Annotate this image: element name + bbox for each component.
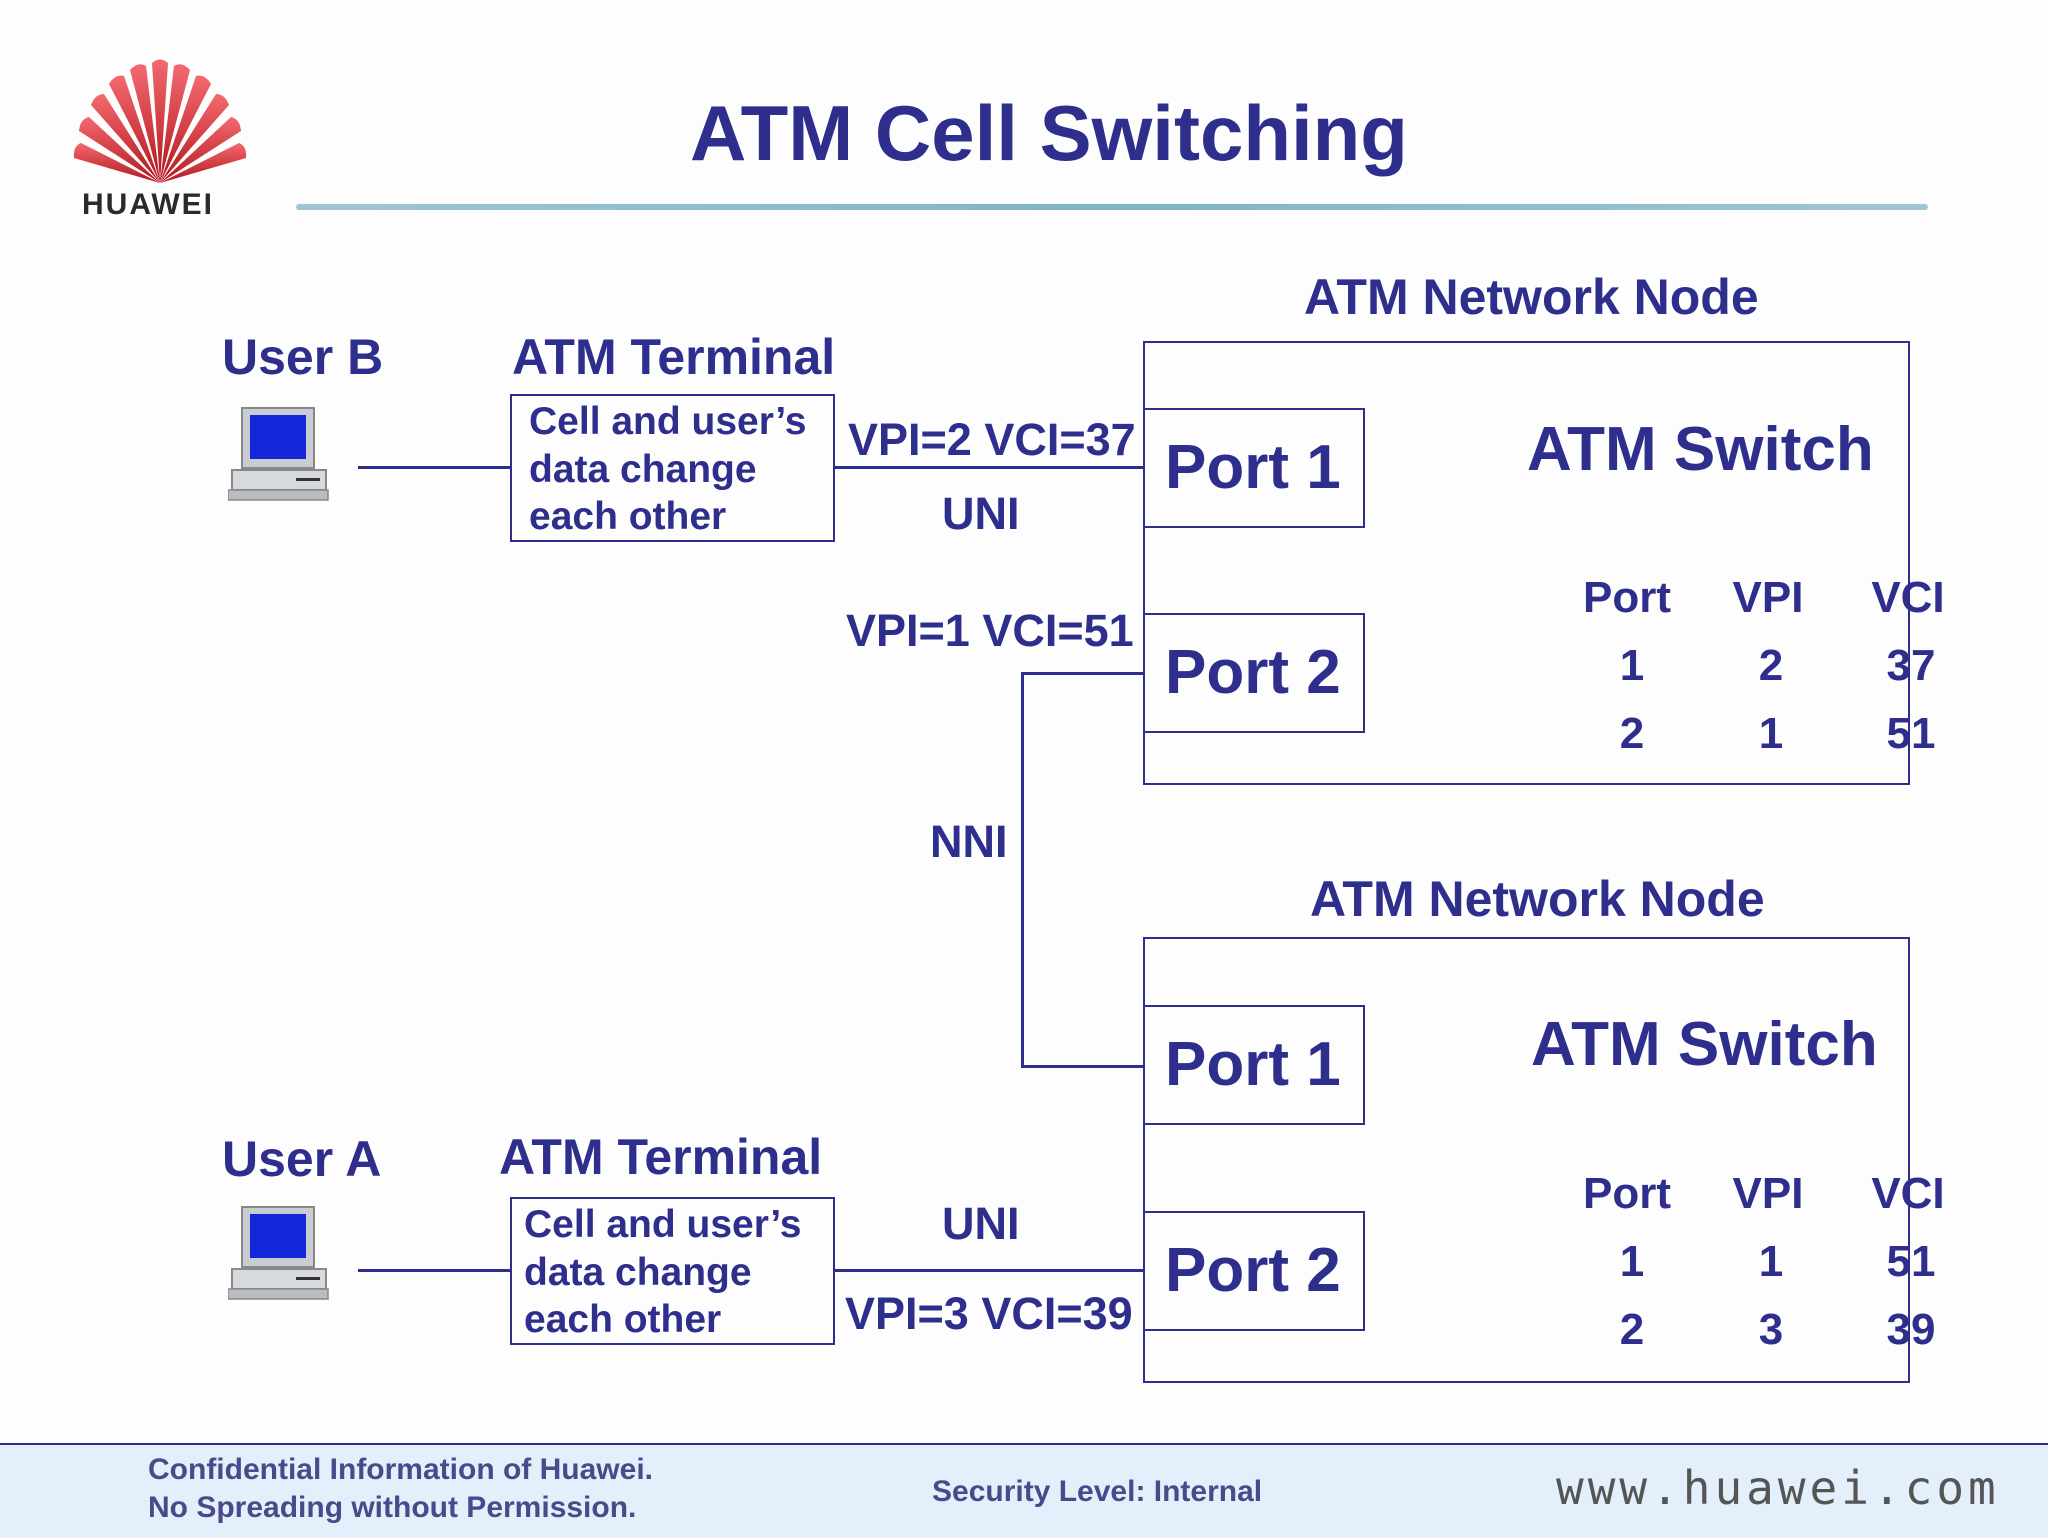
switch-table-cell: 37	[1886, 641, 1936, 690]
link-usera-terminal	[358, 1269, 512, 1272]
network-node-label: ATM Network Node	[1304, 269, 1759, 325]
switch-table-cell: 2	[1619, 1305, 1645, 1354]
port-label: Port 2	[1165, 638, 1341, 707]
terminal-text-line: each other	[529, 495, 727, 538]
network-node-label: ATM Network Node	[1310, 871, 1765, 927]
switch-table-cell: 2	[1619, 709, 1645, 758]
huawei-logo-text: HUAWEI	[82, 188, 214, 221]
footer-bar: Confidential Information of Huawei. No S…	[0, 1443, 2048, 1538]
switch-table-cell: 51	[1886, 1237, 1936, 1286]
switch-table-header: VCI	[1871, 573, 1945, 622]
footer-confidential-line: Confidential Information of Huawei.	[148, 1453, 653, 1486]
huawei-logo-icon	[73, 59, 247, 183]
port-1-box: Port 1	[1143, 1005, 1365, 1125]
atm-terminal-label: ATM Terminal	[499, 1129, 823, 1185]
atm-terminal-box: Cell and user’s data change each other	[510, 394, 835, 542]
switch-table-cell: 3	[1758, 1305, 1784, 1354]
port-label: Port 1	[1165, 433, 1341, 502]
switch-table-cell: 51	[1886, 709, 1936, 758]
switch-table-cell: 1	[1619, 641, 1645, 690]
network-node-box: ATM Switch Port VPI VCI 1 2 37 2 1 51	[1143, 341, 1945, 785]
port-1-box: Port 1	[1143, 408, 1365, 528]
nni-label: NNI	[930, 816, 1008, 867]
atm-switch-label: ATM Switch	[1527, 415, 1874, 484]
user-a-label: User A	[222, 1131, 382, 1187]
atm-terminal-label: ATM Terminal	[512, 329, 836, 385]
port-label: Port 1	[1165, 1030, 1341, 1099]
switch-table-header: VPI	[1732, 573, 1804, 622]
switch-table-header: Port	[1583, 573, 1671, 622]
huawei-logo: HUAWEI	[60, 48, 260, 228]
port-2-box: Port 2	[1143, 613, 1365, 733]
switch-table-header: VCI	[1871, 1169, 1945, 1218]
port-2-box: Port 2	[1143, 1211, 1365, 1331]
computer-icon	[227, 1205, 334, 1306]
terminal-text-line: data change	[524, 1251, 752, 1294]
switch-table-cell: 2	[1758, 641, 1784, 690]
title-underline	[296, 204, 1928, 210]
vpi-vci-label: VPI=1 VCI=51	[846, 605, 1134, 656]
atm-terminal-box: Cell and user’s data change each other	[510, 1197, 835, 1345]
terminal-text-line: Cell and user’s	[529, 400, 807, 443]
switch-table-header: VPI	[1732, 1169, 1804, 1218]
user-b-label: User B	[222, 329, 384, 385]
footer-security-level: Security Level: Internal	[932, 1475, 1263, 1508]
nni-link-vertical	[1021, 672, 1024, 1067]
switch-table-cell: 1	[1758, 709, 1784, 758]
uni-label: UNI	[942, 488, 1020, 539]
terminal-text-line: data change	[529, 448, 757, 491]
atm-switch-label: ATM Switch	[1531, 1010, 1878, 1079]
switch-table-cell: 39	[1886, 1305, 1936, 1354]
computer-icon	[227, 406, 334, 507]
link-terminal-top-port1	[833, 466, 1145, 469]
terminal-text-line: each other	[524, 1298, 722, 1341]
page-title: ATM Cell Switching	[690, 89, 1408, 177]
footer-confidential-line: No Spreading without Permission.	[148, 1491, 637, 1524]
switch-table-header: Port	[1583, 1169, 1671, 1218]
footer-url[interactable]: www.huawei.com	[1556, 1461, 2000, 1515]
nni-link-top	[1021, 672, 1145, 675]
link-terminal-bottom-port2	[833, 1269, 1145, 1272]
vpi-vci-label: VPI=2 VCI=37	[848, 414, 1136, 465]
terminal-text-line: Cell and user’s	[524, 1203, 802, 1246]
uni-label: UNI	[942, 1198, 1020, 1249]
switch-table-cell: 1	[1758, 1237, 1784, 1286]
vpi-vci-label: VPI=3 VCI=39	[845, 1288, 1133, 1339]
link-userb-terminal	[358, 466, 512, 469]
port-label: Port 2	[1165, 1236, 1341, 1305]
switch-table-cell: 1	[1619, 1237, 1645, 1286]
nni-link-bottom	[1021, 1065, 1145, 1068]
network-node-box: ATM Switch Port VPI VCI 1 1 51 2 3 39	[1143, 937, 1945, 1383]
